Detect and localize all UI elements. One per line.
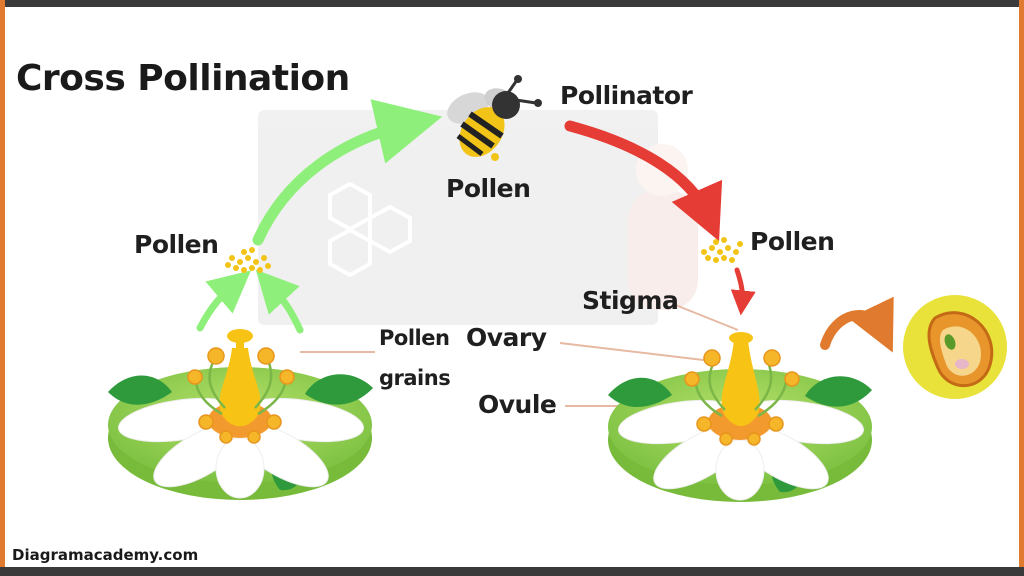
seed-icon (903, 295, 1007, 399)
frame-right (1019, 0, 1024, 576)
arrow-flower-to-bee (252, 99, 443, 246)
arrow-bee-to-flower (564, 120, 723, 242)
label-pollinator: Pollinator (560, 81, 693, 110)
label-stigma: Stigma (582, 286, 679, 315)
label-pollen-grains-line2: grains (379, 366, 451, 390)
label-pollen-grains-line1: Pollen (379, 326, 450, 350)
label-ovule: Ovule (478, 390, 557, 419)
label-pollen-right: Pollen (750, 227, 835, 256)
arrow-pollen-to-stigma (730, 267, 756, 316)
frame-left (0, 0, 5, 576)
arrow-to-seed (820, 296, 894, 353)
pollen-cluster-left (225, 247, 271, 273)
label-pollen-left: Pollen (134, 230, 219, 259)
flower-icon (608, 332, 872, 502)
label-ovary: Ovary (466, 323, 547, 352)
background-watermark (258, 110, 698, 325)
page-title: Cross Pollination (16, 58, 350, 99)
frame-top (0, 0, 1024, 7)
footer-site-name: Diagramacademy.com (12, 546, 199, 564)
label-pollen-bee: Pollen (446, 174, 531, 203)
arrow-pollen-rise-left (196, 270, 252, 332)
flower-icon (108, 329, 373, 500)
pollen-cluster-right (701, 237, 743, 263)
arrow-pollen-rise-right (255, 269, 304, 334)
frame-bottom (0, 567, 1024, 576)
bee-icon (447, 75, 542, 161)
